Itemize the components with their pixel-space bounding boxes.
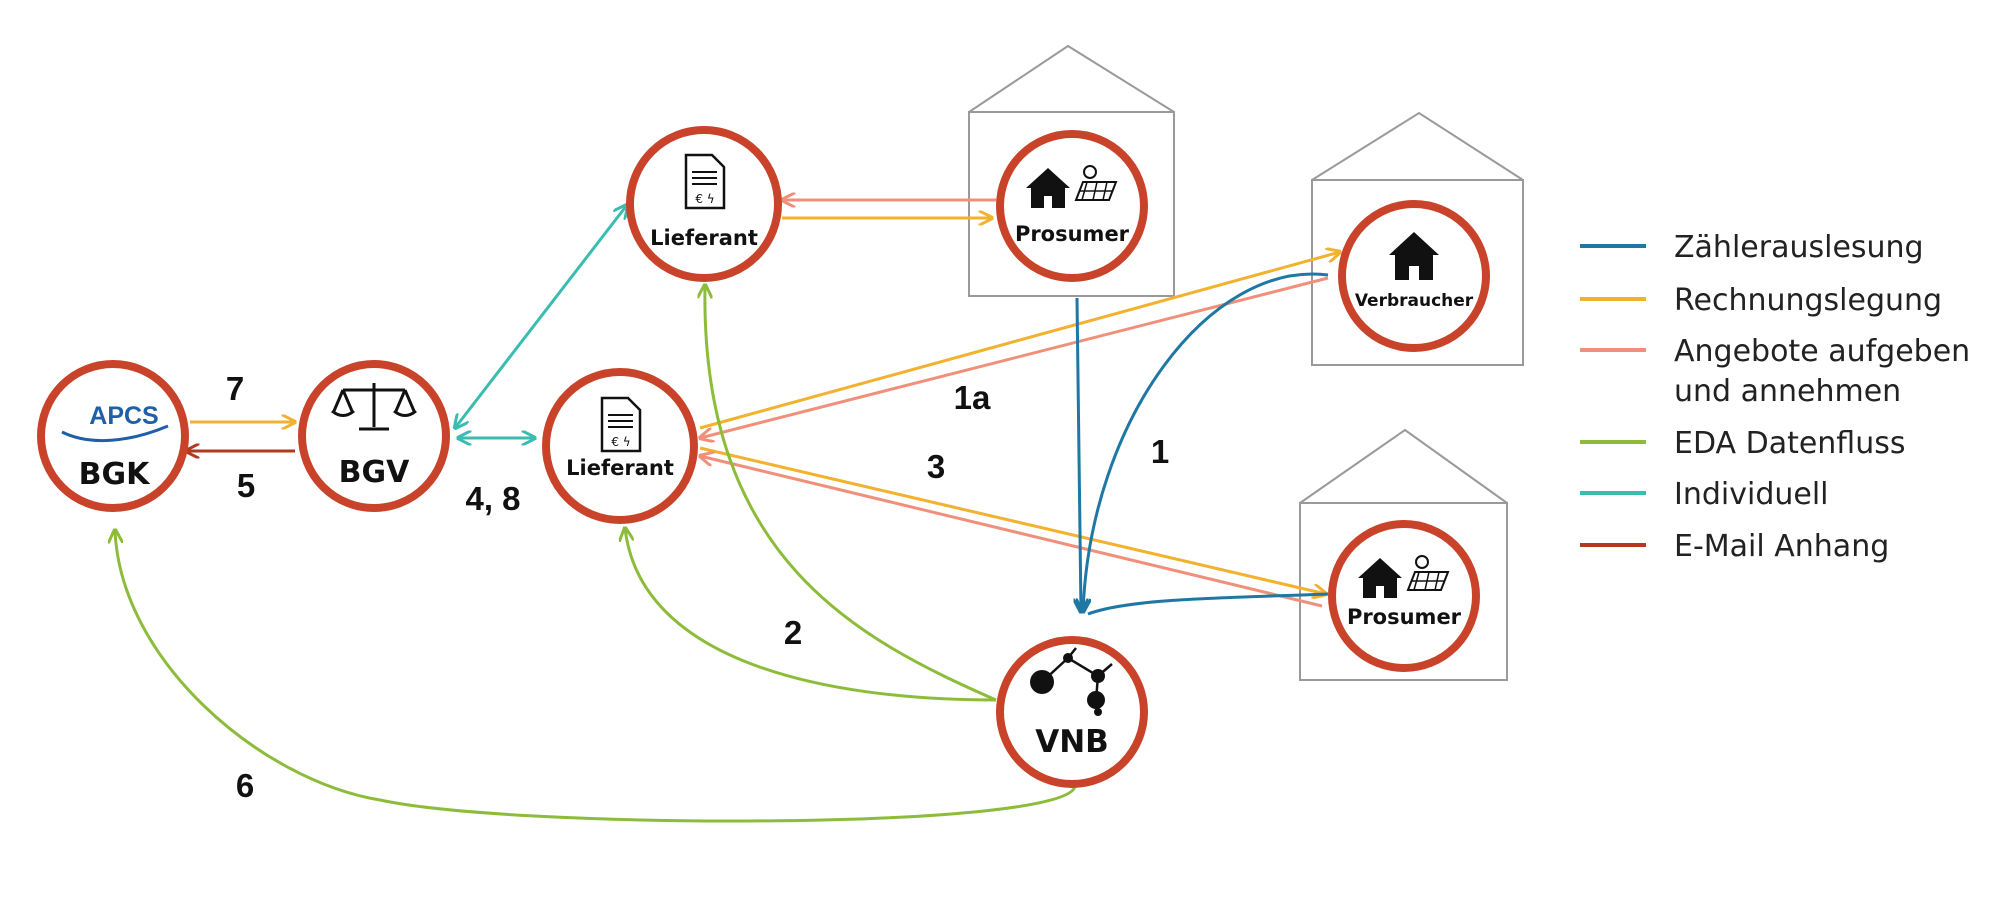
legend-item-individuell: Individuell bbox=[1580, 477, 1829, 512]
svg-text:Individuell: Individuell bbox=[1674, 477, 1829, 512]
node-label-verbraucher: Verbraucher bbox=[1355, 291, 1474, 311]
arrow-prosumer-bottom-to-lieferant bbox=[700, 456, 1323, 608]
node-label-bgk: BGK bbox=[79, 457, 151, 492]
legend-item-eda-datenfluss: EDA Datenfluss bbox=[1580, 426, 1905, 461]
step-3: 3 bbox=[927, 448, 945, 485]
connectors bbox=[115, 200, 1340, 823]
svg-text:Zählerauslesung: Zählerauslesung bbox=[1674, 230, 1924, 265]
arrow-lieferant-to-prosumer-bottom bbox=[699, 446, 1326, 594]
node-lieferant-top: € ϟ Lieferant bbox=[626, 126, 782, 282]
node-label-lieferant-mid: Lieferant bbox=[566, 456, 674, 480]
arrow-bgv-lieferant-top bbox=[455, 205, 627, 428]
step-7: 7 bbox=[226, 370, 244, 407]
arrow-verbraucher-to-lieferant bbox=[700, 276, 1329, 438]
legend: Zählerauslesung Rechnungslegung Angebote… bbox=[1580, 230, 1970, 564]
arrow-lieferant-to-verbraucher bbox=[699, 252, 1340, 430]
svg-text:Angebote aufgeben: Angebote aufgeben bbox=[1674, 334, 1970, 369]
arrow-prosumer-top-to-vnb bbox=[1077, 297, 1081, 612]
step-2: 2 bbox=[784, 614, 802, 651]
arrow-vnb-to-bgk bbox=[115, 530, 1077, 823]
node-verbraucher: Verbraucher bbox=[1338, 200, 1490, 352]
svg-text:EDA Datenfluss: EDA Datenfluss bbox=[1674, 426, 1905, 461]
node-label-prosumer-bottom: Prosumer bbox=[1347, 605, 1462, 629]
node-label-prosumer-top: Prosumer bbox=[1015, 222, 1130, 246]
node-vnb: VNB bbox=[996, 636, 1148, 788]
node-lieferant-mid: € ϟ Lieferant bbox=[542, 368, 698, 524]
house-icon bbox=[1389, 232, 1439, 280]
svg-text:und annehmen: und annehmen bbox=[1674, 374, 1901, 409]
arrow-vnb-to-lieferant-top bbox=[705, 285, 997, 702]
svg-text:E-Mail Anhang: E-Mail Anhang bbox=[1674, 529, 1889, 564]
house-solar-icon bbox=[1026, 165, 1118, 208]
arrow-vnb-to-lieferant-mid bbox=[625, 528, 997, 702]
house-outline-prosumer-top bbox=[968, 44, 1175, 297]
step-5: 5 bbox=[237, 467, 255, 504]
house-outline-prosumer-bottom bbox=[1299, 428, 1508, 681]
node-prosumer-bottom: Prosumer bbox=[1328, 520, 1480, 672]
legend-item-zaehlerauslesung: Zählerauslesung bbox=[1580, 230, 1924, 265]
svg-text:Rechnungslegung: Rechnungslegung bbox=[1674, 283, 1942, 318]
node-label-vnb: VNB bbox=[1035, 724, 1109, 760]
invoice-symbol: € ϟ bbox=[695, 192, 714, 206]
node-label-lieferant-top: Lieferant bbox=[650, 226, 758, 250]
node-label-bgv: BGV bbox=[339, 455, 410, 490]
node-bgv: BGV bbox=[298, 360, 450, 512]
network-icon bbox=[1030, 647, 1113, 716]
invoice-icon: € ϟ bbox=[684, 153, 726, 210]
node-bgk: APCS BGK bbox=[37, 360, 189, 512]
arrow-verbraucher-to-vnb bbox=[1083, 272, 1329, 612]
invoice-icon: € ϟ bbox=[600, 396, 642, 453]
step-numbers: 7 5 4, 8 1a 1 3 2 6 bbox=[226, 370, 1169, 804]
legend-item-rechnungslegung: Rechnungslegung bbox=[1580, 283, 1942, 318]
apcs-swoosh bbox=[61, 424, 169, 442]
node-prosumer-top: Prosumer bbox=[996, 130, 1148, 282]
step-4-8: 4, 8 bbox=[465, 480, 520, 517]
apcs-logo: APCS bbox=[89, 402, 158, 430]
legend-item-email-anhang: E-Mail Anhang bbox=[1580, 529, 1889, 564]
step-1a: 1a bbox=[954, 379, 991, 416]
step-1: 1 bbox=[1151, 433, 1169, 470]
step-6: 6 bbox=[236, 767, 254, 804]
scales-icon bbox=[331, 383, 417, 431]
arrow-prosumer-bottom-to-vnb bbox=[1087, 592, 1329, 616]
legend-item-angebote: Angebote aufgeben und annehmen bbox=[1580, 334, 1970, 409]
house-solar-icon bbox=[1358, 555, 1450, 598]
invoice-symbol: € ϟ bbox=[611, 435, 630, 449]
